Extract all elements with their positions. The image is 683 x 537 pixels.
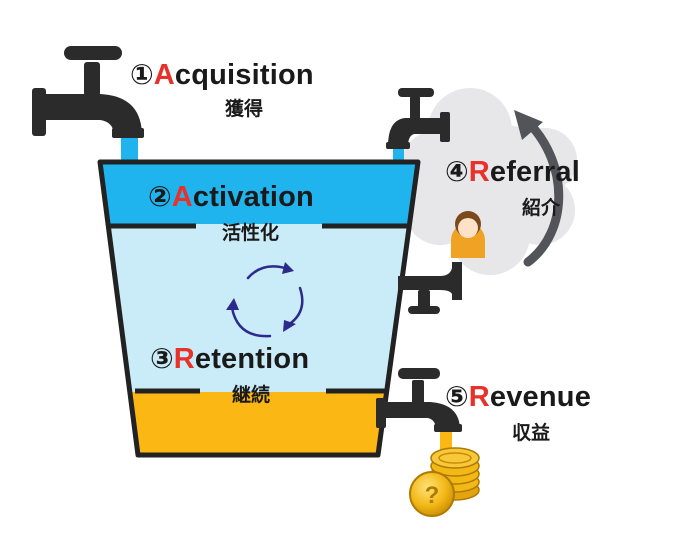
acquisition-faucet-icon	[32, 46, 144, 138]
activation-jp-label: 活性化	[222, 222, 280, 244]
referral-faucet-icon	[386, 88, 450, 149]
referral-jp-label: 紹介	[522, 197, 561, 219]
retention-cycle-icon	[226, 262, 304, 338]
revenue-label: ⑤Revenue	[445, 381, 592, 413]
coin-stack-icon: ?	[409, 447, 480, 517]
acquisition-stream	[121, 136, 138, 164]
person-avatar-icon	[451, 211, 485, 258]
question-coin-icon	[409, 471, 455, 517]
retention-label: ③Retention	[150, 343, 310, 375]
referral-return-arrow	[514, 110, 564, 267]
bucket-outline	[97, 159, 421, 458]
referral-label: ④Referral	[445, 156, 580, 188]
retention-jp-label: 継続	[232, 384, 271, 406]
referral-outlet-faucet-icon	[398, 262, 462, 314]
revenue-jp-label: 収益	[512, 422, 551, 444]
acquisition-jp-label: 獲得	[225, 98, 264, 120]
activation-water	[100, 162, 418, 224]
svg-text:?: ?	[425, 482, 440, 509]
activation-label: ②Activation	[148, 181, 314, 213]
acquisition-label: ①Acquisition	[130, 59, 314, 91]
bucket-contents	[100, 162, 418, 455]
referral-stream	[393, 146, 404, 164]
revenue-faucet-icon	[376, 368, 462, 432]
revenue-band	[100, 392, 418, 455]
